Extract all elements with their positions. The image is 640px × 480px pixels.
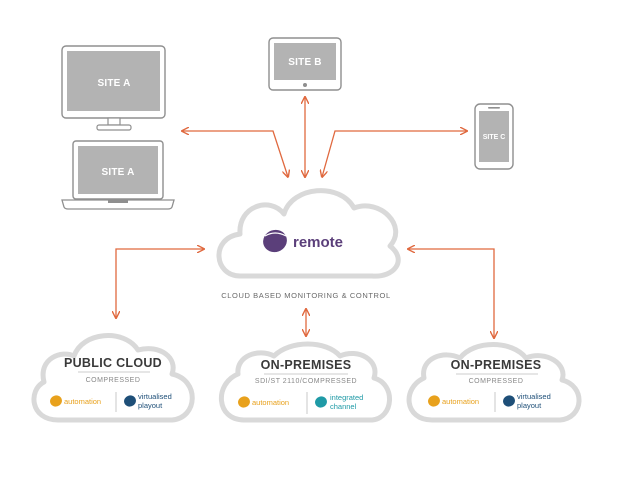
laptop-site-label: SITE A xyxy=(101,167,134,178)
automation-logo-icon xyxy=(238,396,250,408)
phone-speaker xyxy=(488,107,500,109)
automation-logo-icon xyxy=(428,395,440,407)
laptop-notch xyxy=(108,200,128,203)
phone-site-label: SITE C xyxy=(483,134,506,141)
phone-device: SITE C xyxy=(474,103,514,170)
public-cloud-playout-line2: playout xyxy=(138,401,163,410)
on-premises-centre-outline xyxy=(219,341,392,423)
on-premises-right-outline xyxy=(406,342,582,423)
arrow-on-premises-right xyxy=(408,249,494,338)
monitor-base xyxy=(96,124,132,131)
public-cloud-playout-line1: virtualised xyxy=(138,392,172,401)
central-cloud: remote CLOUD BASED MONITORING & CONTROL xyxy=(216,188,401,300)
on-premises-centre-automation-label: automation xyxy=(252,398,289,407)
tablet-device: SITE B xyxy=(268,37,342,91)
on-premises-centre-channel-line2: channel xyxy=(330,402,357,411)
monitor-site-label: SITE A xyxy=(97,78,130,89)
playout-logo-icon xyxy=(124,395,136,407)
phone-screen xyxy=(479,111,509,162)
laptop-screen xyxy=(78,146,158,194)
on-premises-right-card: ON-PREMISES COMPRESSED automation virtua… xyxy=(406,342,582,423)
monitor-device: SITE A xyxy=(61,45,166,131)
arrow-site-a xyxy=(182,131,288,177)
on-premises-right-playout-line1: virtualised xyxy=(517,392,551,401)
arrow-site-c xyxy=(322,131,467,177)
tablet-site-label: SITE B xyxy=(288,57,321,68)
public-cloud-automation-label: automation xyxy=(64,397,101,406)
laptop-device: SITE A xyxy=(61,140,175,210)
public-cloud-subtitle: COMPRESSED xyxy=(86,377,141,384)
on-premises-centre-subtitle: SDI/ST 2110/COMPRESSED xyxy=(255,378,357,385)
on-premises-right-automation-label: automation xyxy=(442,397,479,406)
public-cloud-outline xyxy=(31,333,195,423)
on-premises-right-title: ON-PREMISES xyxy=(451,358,542,372)
tablet-screen xyxy=(274,43,336,80)
on-premises-centre-card: ON-PREMISES SDI/ST 2110/COMPRESSED autom… xyxy=(219,341,392,423)
automation-logo-icon xyxy=(50,395,62,407)
remote-logo-icon xyxy=(263,229,287,253)
central-cloud-outline xyxy=(216,188,401,279)
laptop-base xyxy=(61,199,175,210)
remote-logo-shape xyxy=(263,229,287,253)
on-premises-right-subtitle: COMPRESSED xyxy=(469,378,524,385)
public-cloud-card: PUBLIC CLOUD COMPRESSED automation virtu… xyxy=(31,333,195,423)
playout-logo-icon xyxy=(503,395,515,407)
remote-logo-swoosh xyxy=(264,232,287,237)
remote-brand-label: remote xyxy=(293,234,343,251)
arrow-public-cloud xyxy=(116,249,204,318)
central-cloud-caption: CLOUD BASED MONITORING & CONTROL xyxy=(221,291,391,300)
on-premises-centre-title: ON-PREMISES xyxy=(261,358,352,372)
connection-arrows xyxy=(116,97,494,338)
on-premises-centre-channel-line1: integrated xyxy=(330,393,363,402)
monitor-screen xyxy=(67,51,160,111)
on-premises-right-playout-line2: playout xyxy=(517,401,542,410)
tablet-home-button xyxy=(303,83,307,87)
monitor-neck xyxy=(107,117,121,126)
public-cloud-title: PUBLIC CLOUD xyxy=(64,356,162,370)
channel-logo-icon xyxy=(315,396,327,408)
